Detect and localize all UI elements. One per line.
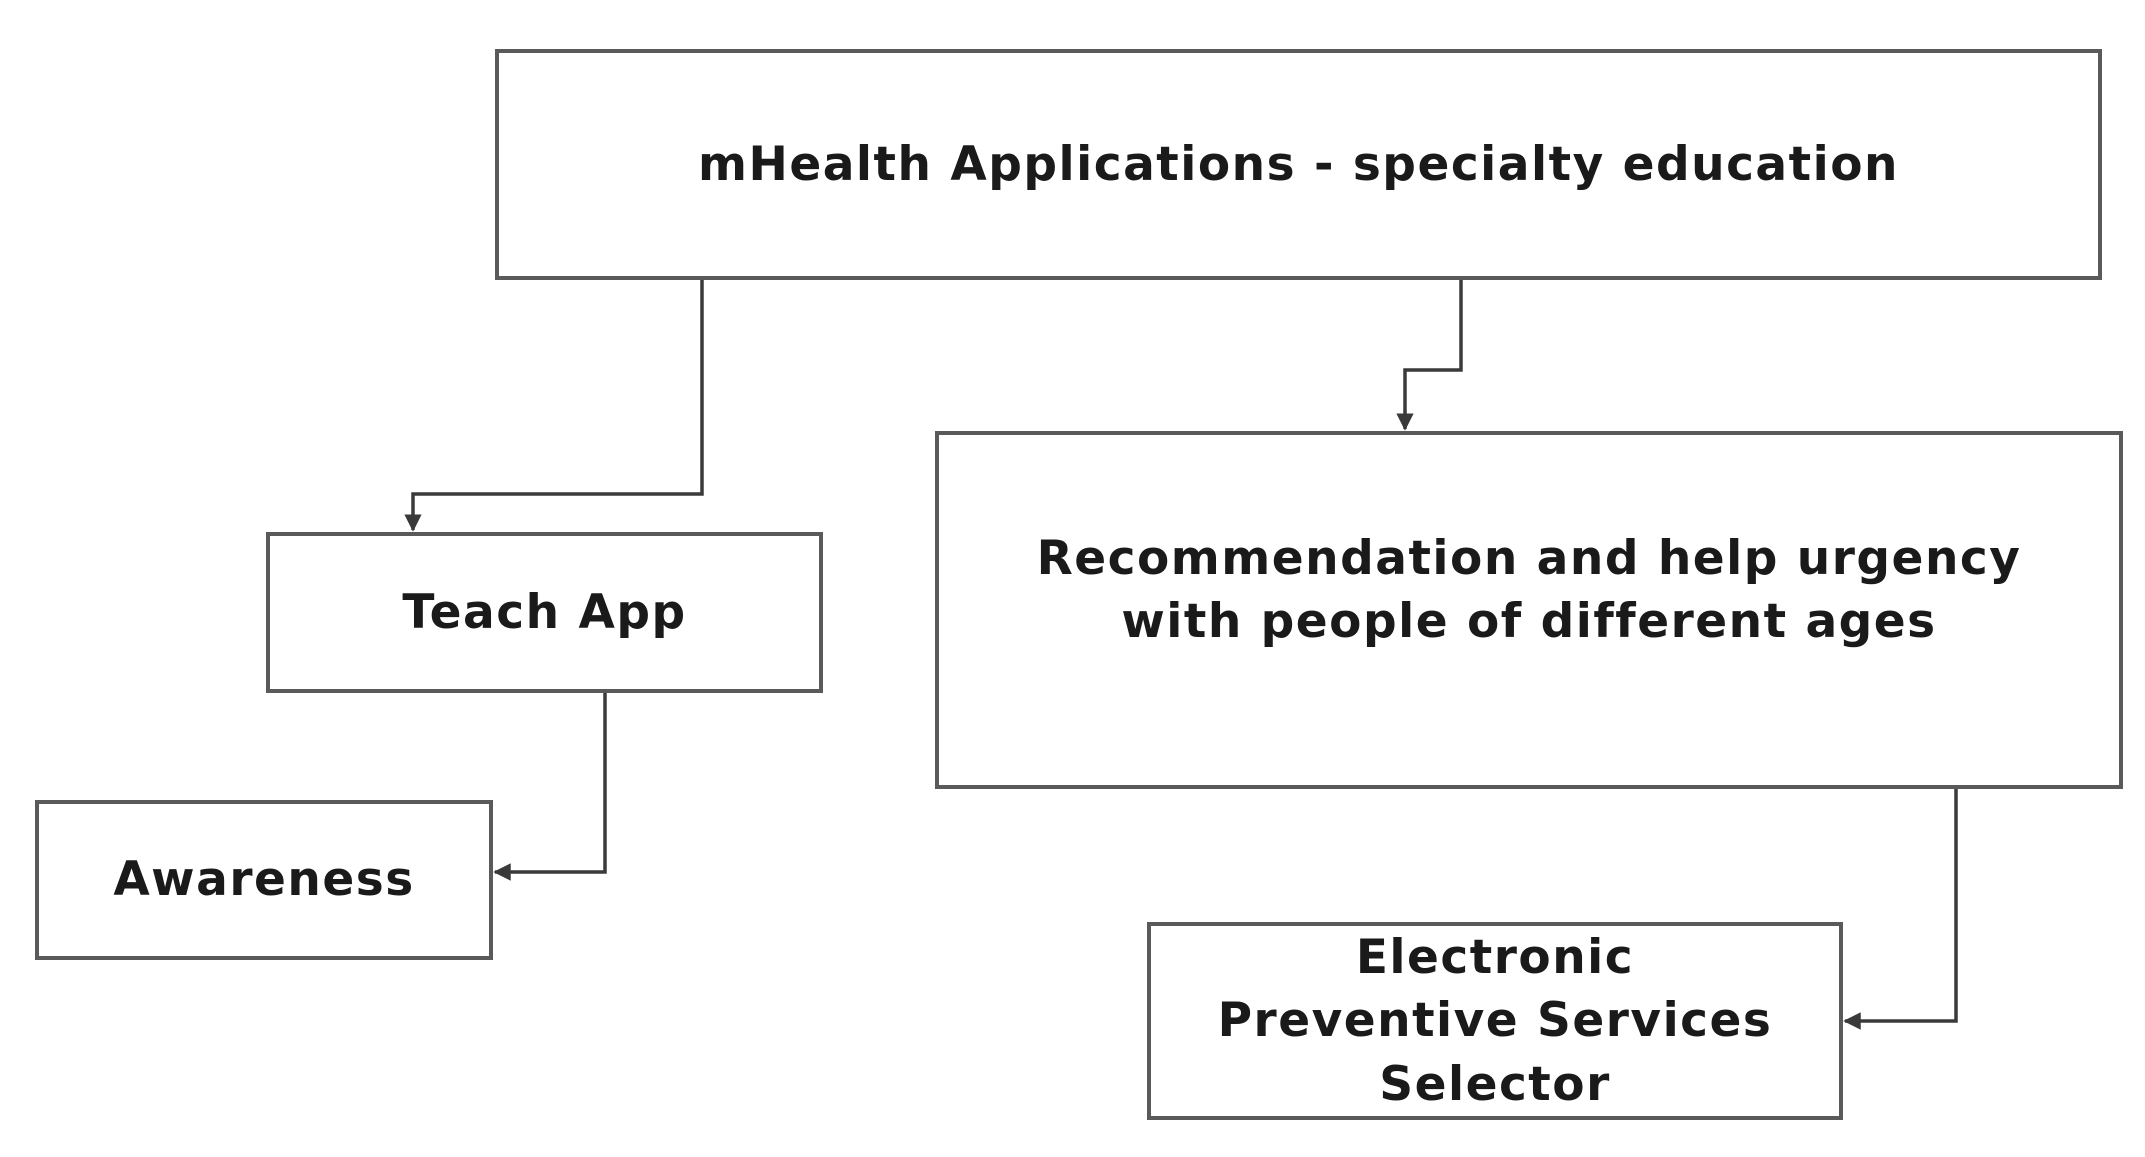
node-teach-app-label: Teach App bbox=[402, 584, 687, 640]
node-awareness: Awareness bbox=[35, 800, 493, 960]
node-recommendation-label: Recommendation and help urgency with peo… bbox=[1036, 530, 2022, 649]
node-electronic-preventive-services-selector: Electronic Preventive Services Selector bbox=[1147, 922, 1843, 1120]
edge-root-to-teach-app bbox=[404, 280, 704, 532]
node-recommendation: Recommendation and help urgency with peo… bbox=[935, 431, 2123, 789]
edge-teach-app-to-awareness bbox=[493, 693, 607, 881]
edge-recommendation-to-epss bbox=[1843, 789, 1958, 1030]
node-mhealth-applications: mHealth Applications - specialty educati… bbox=[495, 49, 2102, 280]
node-epss-label: Electronic Preventive Services Selector bbox=[1217, 929, 1773, 1112]
node-teach-app: Teach App bbox=[266, 532, 823, 693]
node-awareness-label: Awareness bbox=[113, 852, 415, 908]
node-mhealth-applications-label: mHealth Applications - specialty educati… bbox=[698, 136, 1899, 192]
edge-root-to-recommendation bbox=[1396, 280, 1463, 431]
